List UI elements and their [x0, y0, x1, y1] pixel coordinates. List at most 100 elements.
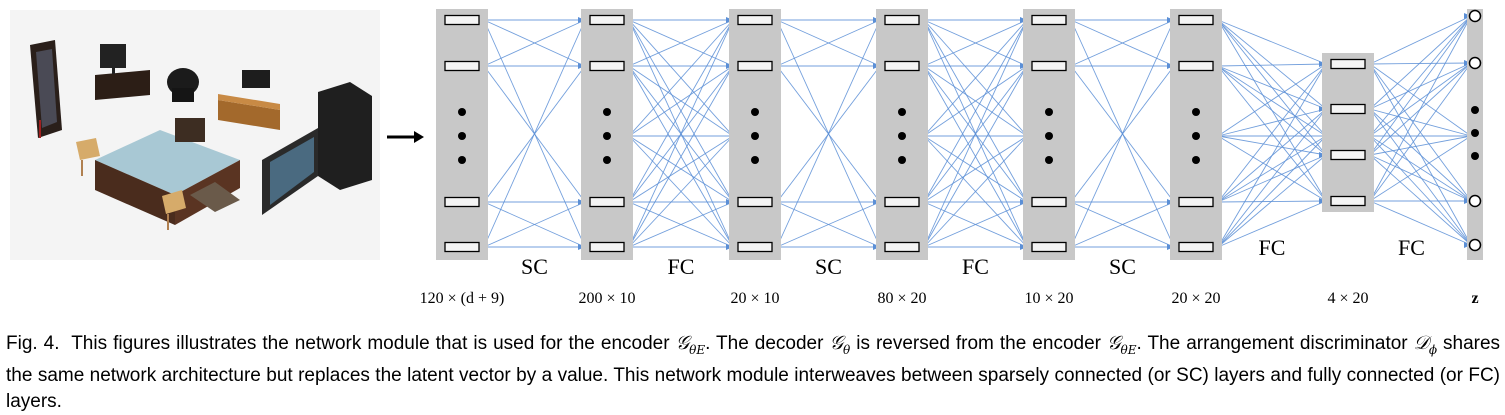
connection-edge — [1217, 65, 1327, 156]
connection-edge — [776, 19, 881, 248]
layer-cell — [737, 60, 773, 72]
connection-edge — [923, 19, 1028, 67]
ellipsis-dot — [1471, 106, 1479, 114]
layer-dimension-label: z — [1471, 290, 1478, 307]
layer-cell — [1178, 14, 1214, 26]
layer-dimension-label: 80 × 20 — [877, 290, 926, 307]
layer-2 — [581, 9, 633, 260]
layer-cell — [444, 196, 480, 208]
flow-arrow — [387, 131, 424, 143]
connection-edge — [628, 19, 734, 67]
layer-cell — [1330, 195, 1366, 207]
layer-block — [1322, 53, 1374, 212]
connection-edge — [628, 65, 734, 248]
latent-node — [1468, 56, 1482, 70]
layer-cell — [1330, 149, 1366, 161]
layer-dimension-label: 120 × (d + 9) — [420, 290, 505, 307]
layer-dimension-label: 10 × 20 — [1024, 290, 1073, 307]
room-illustration — [10, 10, 380, 260]
connection-edge — [923, 65, 1028, 248]
layer-cell — [589, 60, 625, 72]
connection-label-sc: SC — [1109, 254, 1136, 279]
connection-edge — [483, 19, 586, 67]
ellipsis-dot — [458, 132, 466, 140]
layer-cell — [737, 241, 773, 253]
connection-edge — [628, 19, 734, 248]
nightstand — [76, 138, 100, 160]
connection-edge — [1217, 154, 1327, 248]
ellipsis-dot — [751, 108, 759, 116]
ellipsis-dot — [1471, 129, 1479, 137]
connection-edge — [1369, 15, 1472, 65]
connection-edge — [1369, 62, 1472, 202]
connection-edge — [1369, 108, 1472, 246]
layer-7 — [1322, 53, 1374, 212]
connection-edge — [923, 65, 1028, 137]
connection-label-fc: FC — [1398, 235, 1425, 260]
ellipsis-dot — [1045, 108, 1053, 116]
layer-3 — [729, 9, 781, 260]
connection-edge — [1369, 15, 1472, 110]
layer-blocks — [436, 9, 1483, 260]
layer-6 — [1170, 9, 1222, 260]
connection-edge — [1217, 108, 1327, 248]
wardrobe — [318, 82, 372, 190]
connection-edge — [628, 19, 734, 203]
layer-cell — [1031, 196, 1067, 208]
connection-edge — [1217, 135, 1327, 248]
layer-cell — [1031, 14, 1067, 26]
layer-cell — [1178, 60, 1214, 72]
connection-edge — [1217, 19, 1327, 137]
tv — [242, 70, 270, 88]
encoder-symbol-2: 𝒢θE — [1107, 332, 1137, 357]
layer-cell — [1178, 241, 1214, 253]
layer-cell — [1178, 196, 1214, 208]
connection-edge — [1217, 63, 1327, 248]
connection-edge — [776, 201, 881, 248]
encoder-symbol: 𝒢θE — [675, 332, 706, 357]
connection-edge — [1369, 62, 1472, 137]
layer-cell — [1330, 58, 1366, 70]
layer-5 — [1023, 9, 1075, 260]
connection-edge — [776, 19, 881, 67]
ellipsis-dot — [458, 108, 466, 116]
connection-edge — [1369, 154, 1472, 202]
layer-cell — [737, 196, 773, 208]
connection-edge — [923, 135, 1028, 248]
latent-node — [1468, 9, 1482, 23]
connection-edge — [483, 19, 586, 248]
ellipsis-dot — [751, 132, 759, 140]
connection-edge — [1070, 19, 1175, 248]
layer-cell — [884, 14, 920, 26]
caption-text-3: is reversed from the encoder — [856, 333, 1101, 354]
figure-caption: Fig. 4. This figures illustrates the net… — [6, 330, 1500, 415]
connection-edge — [1369, 135, 1472, 202]
ellipsis-dot — [1045, 156, 1053, 164]
layer-cell — [737, 14, 773, 26]
desk — [95, 70, 150, 100]
connection-edge — [1369, 200, 1472, 246]
layer-dimension-label: 20 × 20 — [1171, 290, 1220, 307]
ellipsis-dot — [1192, 108, 1200, 116]
connection-edge — [1369, 15, 1472, 156]
latent-node — [1468, 194, 1482, 208]
connection-edge — [1217, 63, 1327, 137]
connection-edge — [483, 201, 586, 248]
caption-text-4: . The arrangement discriminator — [1136, 333, 1408, 354]
ellipsis-dot — [1192, 132, 1200, 140]
ellipsis-dot — [1192, 156, 1200, 164]
latent-node — [1468, 238, 1482, 252]
connection-label-sc: SC — [815, 254, 842, 279]
decoder-symbol: 𝒢θ — [829, 332, 851, 357]
connection-edge — [923, 201, 1028, 248]
connection-edge — [1217, 65, 1327, 110]
layer-dimension-label: 200 × 10 — [578, 290, 635, 307]
layer-cell — [884, 196, 920, 208]
layer-cell — [884, 241, 920, 253]
layer-dimension-label: 4 × 20 — [1327, 290, 1368, 307]
connection-edge — [1369, 108, 1472, 137]
